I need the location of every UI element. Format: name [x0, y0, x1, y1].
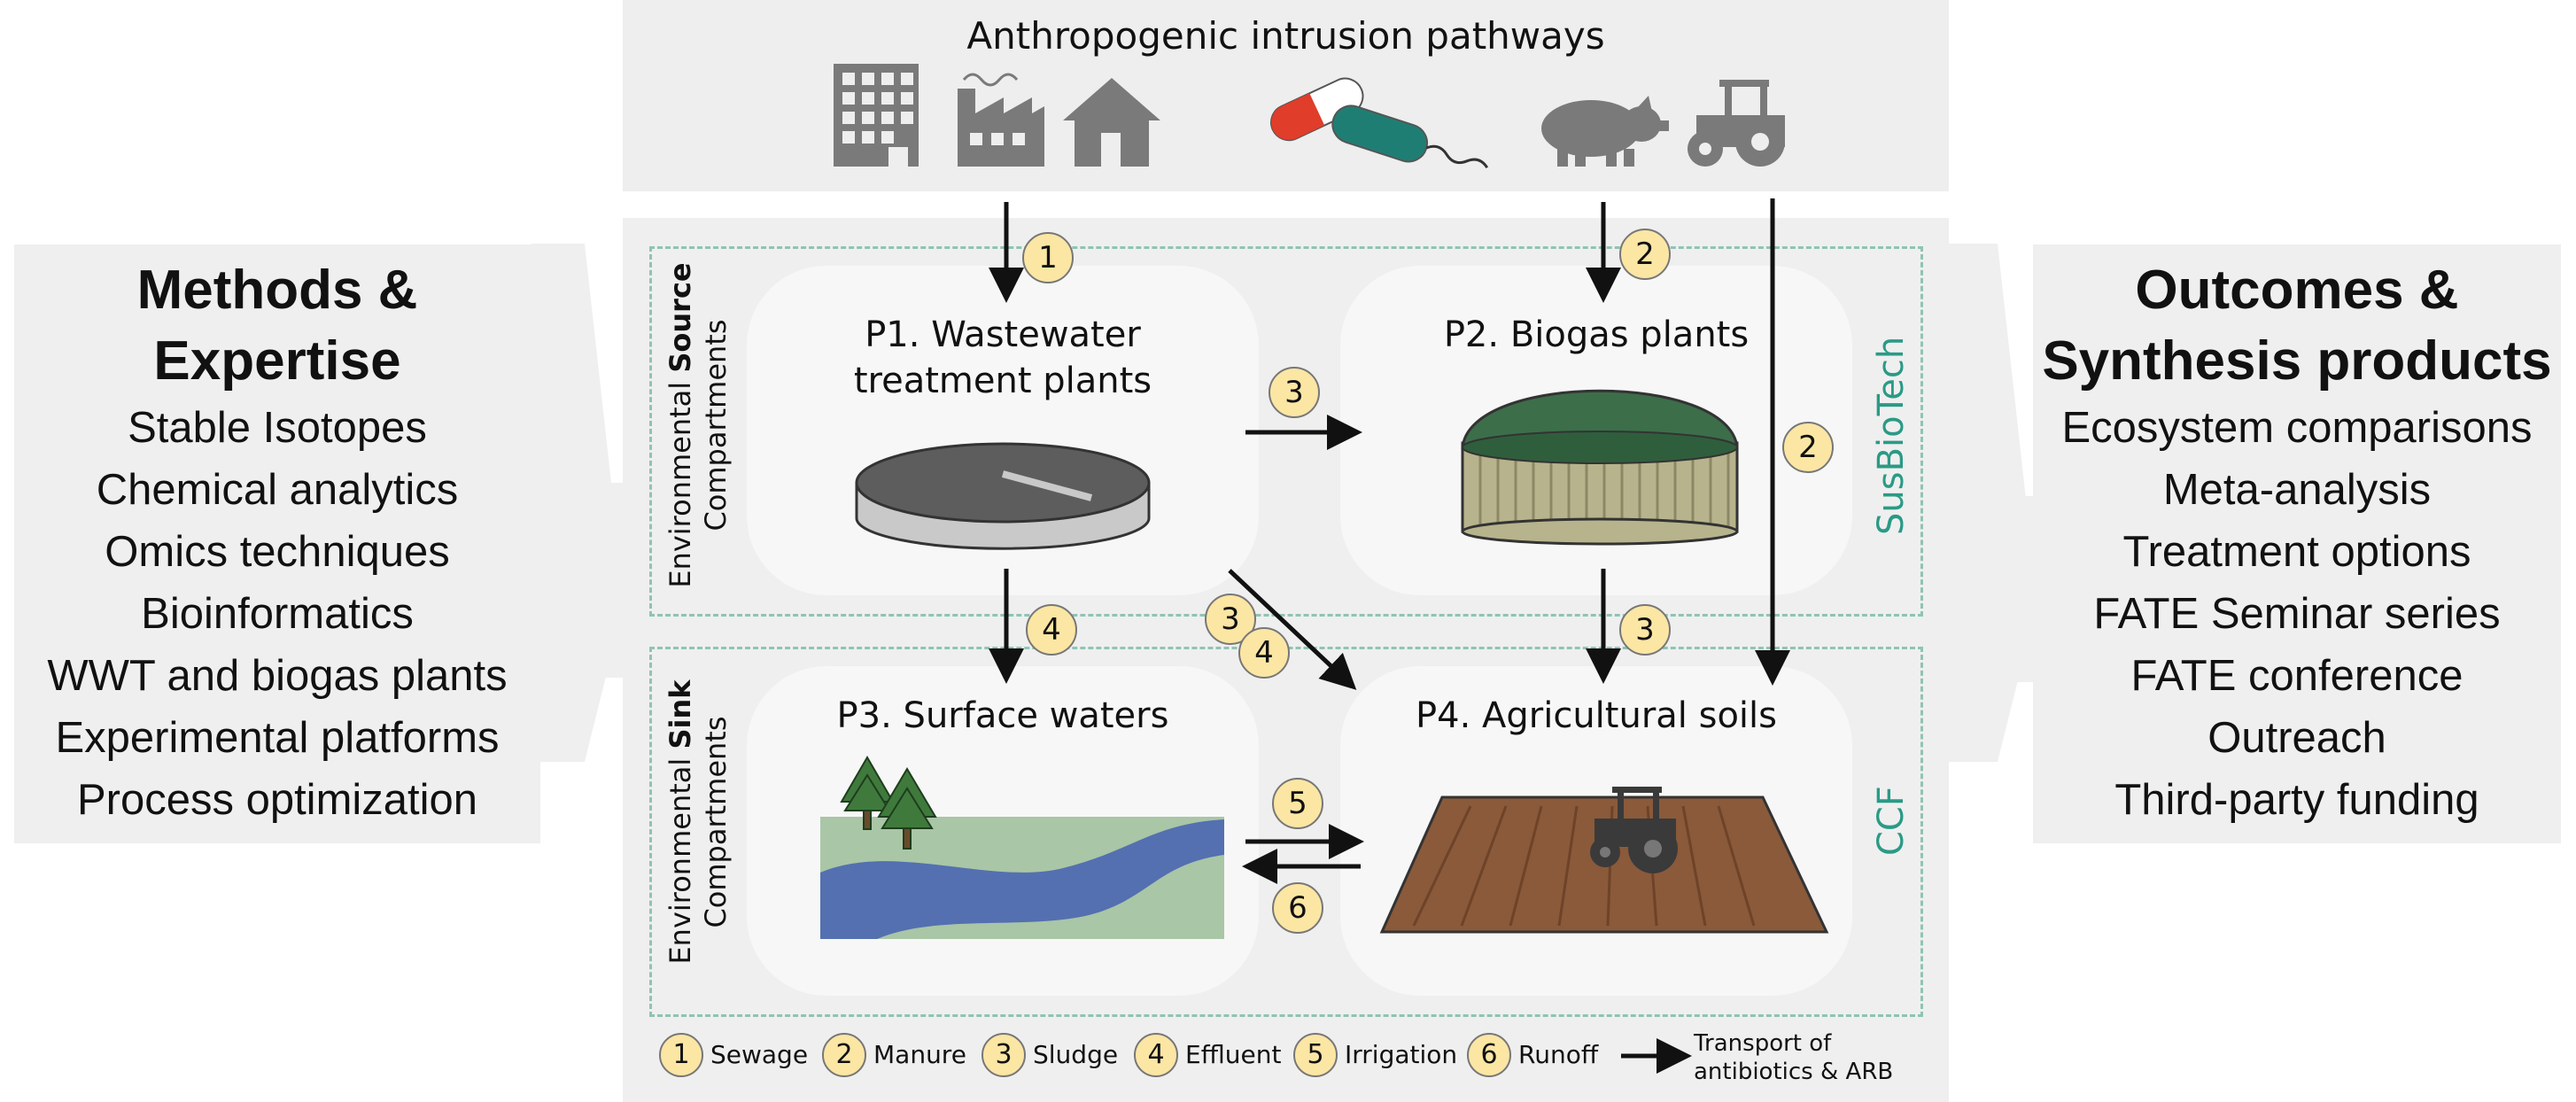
outcomes-item: Outreach [2207, 714, 2386, 762]
outcomes-item: Third-party funding [2114, 776, 2479, 824]
badge-sludge: 3 [1619, 604, 1671, 656]
outcomes-item: FATE conference [2130, 652, 2463, 700]
tractor-icon [1688, 80, 1785, 167]
surface-water-illustration [820, 817, 1224, 939]
office-building-icon [834, 64, 919, 167]
badge-runoff: 6 [1272, 882, 1323, 934]
legend-transport-line2: antibiotics & ARB [1694, 1059, 1894, 1085]
badge-irrigation: 5 [1272, 778, 1323, 829]
legend-badge: 4 [1134, 1033, 1178, 1077]
arrow-p1-p4 [1228, 569, 1357, 690]
tree-icon [877, 767, 937, 850]
left-band [531, 483, 629, 678]
badge-effluent: 4 [1238, 627, 1290, 679]
field-tractor-icon [1590, 787, 1678, 873]
legend-badge: 1 [659, 1033, 703, 1077]
right-band [1944, 496, 2042, 682]
factory-icon [958, 73, 1044, 167]
methods-title-line2: Expertise [153, 330, 401, 392]
methods-item: Stable Isotopes [128, 404, 427, 452]
outcomes-item: Ecosystem comparisons [2061, 404, 2533, 452]
badge-sludge: 3 [1269, 367, 1320, 418]
badge-manure: 2 [1782, 422, 1834, 473]
methods-title-line1: Methods & [136, 260, 418, 321]
transport-arrows [989, 198, 1790, 1074]
outcomes-title-line2: Synthesis products [2042, 330, 2552, 392]
p1-title-line1: P1. Wastewater [865, 314, 1141, 355]
methods-item: Experimental platforms [55, 714, 500, 762]
intrusion-icons [834, 64, 1785, 169]
outcomes-item: Treatment options [2122, 528, 2471, 576]
legend-transport-line1: Transport of [1694, 1030, 1832, 1057]
legend-label: Runoff [1518, 1040, 1599, 1069]
legend-badge: 3 [982, 1033, 1026, 1077]
legend-label: Irrigation [1345, 1040, 1458, 1069]
outcomes-item: Meta-analysis [2162, 466, 2432, 514]
legend-label: Effluent [1185, 1040, 1282, 1069]
intrusion-title: Anthropogenic intrusion pathways [966, 14, 1605, 58]
methods-item: Bioinformatics [141, 590, 414, 638]
wastewater-tank-illustration [855, 442, 1151, 550]
badge-manure: 2 [1619, 229, 1671, 280]
house-icon [1063, 78, 1160, 167]
p4-title: P4. Agricultural soils [1416, 695, 1777, 736]
biogas-digester-illustration [1461, 389, 1739, 546]
legend-badge: 6 [1467, 1033, 1511, 1077]
legend-label: Sewage [710, 1040, 809, 1069]
p1-title-line2: treatment plants [853, 361, 1152, 401]
outcomes-panel: Outcomes & Synthesis products Ecosystem … [2033, 244, 2561, 843]
badge-effluent: 4 [1026, 604, 1077, 656]
methods-item: Process optimization [76, 776, 478, 824]
badge-sewage: 1 [1022, 232, 1074, 283]
methods-item: Omics techniques [105, 528, 450, 576]
pill-icon [1270, 77, 1364, 142]
legend-label: Sludge [1033, 1040, 1119, 1069]
bacterium-icon [1331, 105, 1489, 169]
tree-icon [840, 756, 895, 830]
p3-title: P3. Surface waters [836, 695, 1169, 736]
legend-badge: 5 [1293, 1033, 1338, 1077]
legend-label: Manure [873, 1040, 966, 1069]
outcomes-item: FATE Seminar series [2093, 590, 2501, 638]
source-compartment-box [649, 246, 1923, 617]
methods-panel: Methods & Expertise Stable Isotopes Chem… [14, 244, 540, 843]
pig-icon [1541, 96, 1669, 167]
p2-title: P2. Biogas plants [1443, 314, 1750, 355]
methods-item: Chemical analytics [96, 466, 459, 514]
legend-badge: 2 [822, 1033, 866, 1077]
outcomes-title-line1: Outcomes & [2135, 260, 2459, 321]
methods-item: WWT and biogas plants [47, 652, 508, 700]
